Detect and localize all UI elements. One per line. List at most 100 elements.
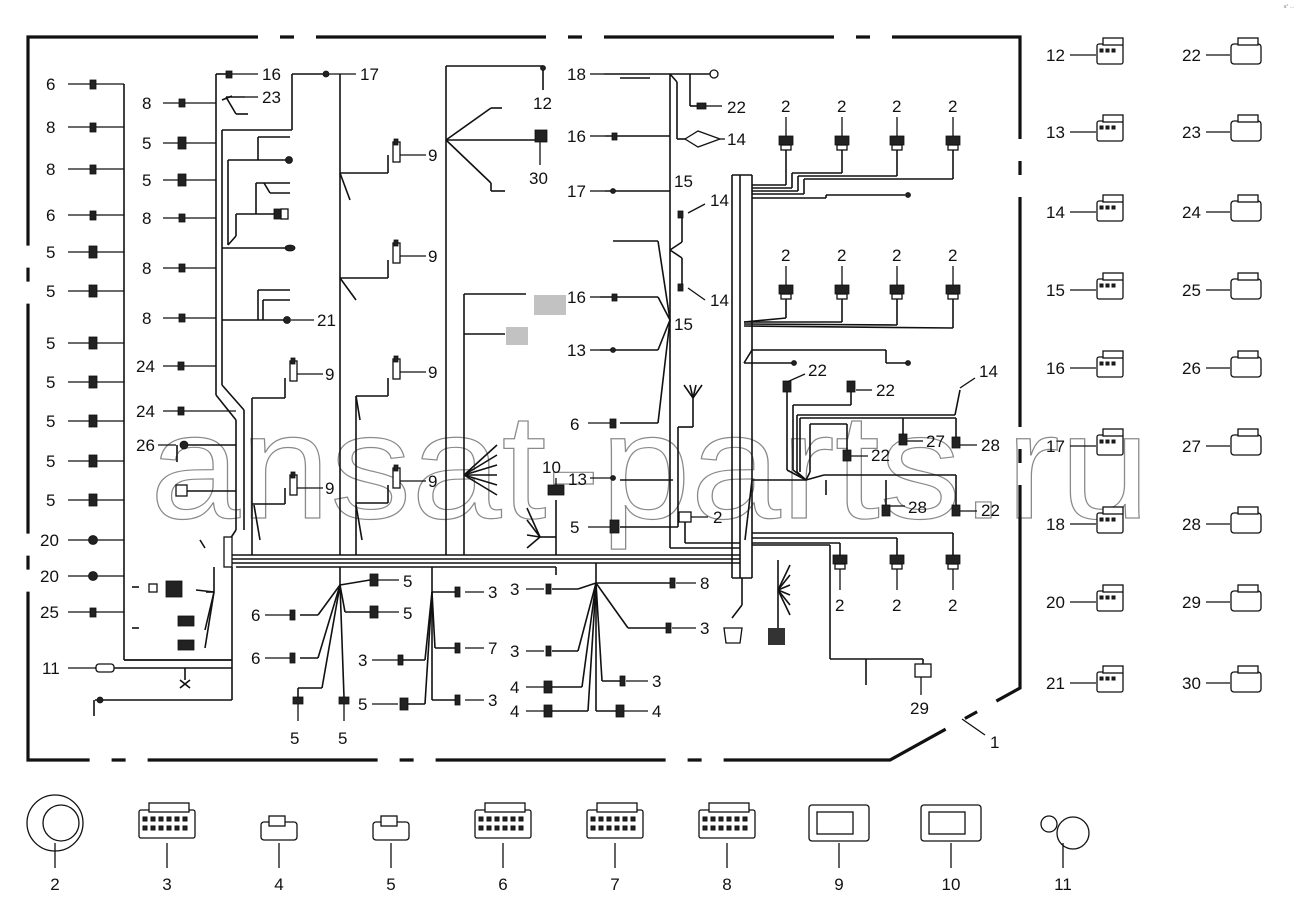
callout-right-5: 22 (842, 446, 890, 465)
callout-number: 14 (1046, 203, 1065, 222)
callout-number: 8 (46, 118, 55, 137)
callout-number: 17 (1046, 437, 1065, 456)
callout-left-3: 6 (46, 206, 124, 225)
callout-number: 22 (871, 446, 890, 465)
callout-second-0: 8 (142, 94, 216, 113)
callout-right-2: 14 (959, 362, 998, 389)
second-trunk (215, 73, 296, 546)
callout-number: 8 (142, 259, 151, 278)
callout-number: 18 (1046, 515, 1065, 534)
callout-center-4: 16 (567, 127, 586, 146)
callout-left-9: 5 (46, 452, 124, 471)
callout-number: 9 (428, 247, 437, 266)
callout-number: 28 (1182, 515, 1201, 534)
callout-2-bottom-1: 2 (889, 554, 905, 615)
callout-number: 17 (567, 182, 586, 201)
callout-bottom-center-1: 8 (669, 574, 709, 593)
legend-part-20: 20 (1046, 584, 1124, 612)
callout-2-top-3: 2 (945, 97, 961, 151)
legend-part-21: 21 (1046, 665, 1124, 693)
legend-part-bottom-4: 4 (260, 815, 298, 894)
callout-number: 3 (488, 583, 497, 602)
callout-2-mid-1: 2 (834, 246, 850, 300)
callout-number: 20 (1046, 593, 1065, 612)
callout-2-top-0: 2 (778, 97, 794, 151)
callout-bottom-left-9: 5 (338, 696, 350, 748)
callout-9-4: 9 (289, 471, 334, 498)
callout-center-2: 18 (567, 65, 586, 84)
callout-bottom-center-3: 3 (510, 642, 552, 661)
callout-12: 12 (533, 94, 552, 113)
callout-bottom-center-5: 4 (510, 702, 553, 721)
callout-bottom-left-10: 3 (454, 691, 497, 710)
callout-bottom-left-4: 3 (454, 583, 497, 602)
callout-number: 5 (338, 729, 347, 748)
callout-left-6: 5 (46, 334, 124, 353)
legend-number: 2 (50, 875, 59, 894)
callout-left-13: 25 (40, 603, 124, 622)
callout-number: 5 (46, 491, 55, 510)
callout-number: 7 (488, 639, 497, 658)
callout-number: 14 (979, 362, 998, 381)
callout-number: 10 (542, 458, 561, 477)
legend-number: 6 (498, 875, 507, 894)
callout-right-4: 28 (951, 436, 1000, 455)
callout-number: 8 (142, 209, 151, 228)
callout-2-mid-0: 2 (778, 246, 794, 300)
callout-second-1: 5 (142, 134, 216, 153)
legend-part-bottom-11: 11 (1040, 815, 1090, 894)
legend-part-16: 16 (1046, 350, 1124, 378)
callout-number: 2 (948, 596, 957, 615)
legend-part-24: 24 (1182, 194, 1262, 222)
callout-number: 9 (428, 363, 437, 382)
svg-text:16: 16 (262, 65, 281, 84)
callout-number: 8 (46, 160, 55, 179)
legend-part-28: 28 (1182, 506, 1262, 534)
callout-number: 30 (1182, 674, 1201, 693)
callout-number: 4 (510, 702, 519, 721)
callout-mid-1: 10 (542, 458, 561, 477)
legend-number: 10 (942, 875, 961, 894)
callout-number: 8 (142, 309, 151, 328)
callout-number: 2 (835, 596, 844, 615)
callout-left-8: 5 (46, 412, 124, 431)
callout-bottom-left-3: 6 (251, 649, 296, 668)
legend-part-bottom-6: 6 (474, 802, 532, 894)
legend-part-bottom-10: 10 (920, 804, 982, 894)
harness-callout: 1 (961, 718, 999, 752)
legend-number: 4 (274, 875, 283, 894)
callout-number: 3 (700, 619, 709, 638)
callout-center-12: 13 (567, 341, 586, 360)
callout-29: 29 (910, 677, 929, 718)
callout-left-7: 5 (46, 373, 124, 392)
legend-part-25: 25 (1182, 272, 1262, 300)
callout-number: 5 (46, 373, 55, 392)
callout-16-top: 16 (225, 65, 281, 84)
legend-number: 9 (834, 875, 843, 894)
callout-number: 14 (710, 291, 729, 310)
legend-number: 3 (162, 875, 171, 894)
callout-number: 20 (40, 567, 59, 586)
callout-number: 5 (46, 412, 55, 431)
svg-text:23: 23 (262, 88, 281, 107)
callout-11: 11 (42, 659, 96, 678)
callout-number: 2 (892, 97, 901, 116)
callout-bottom-left-7: 5 (358, 695, 409, 714)
svg-text:24: 24 (136, 357, 155, 376)
callout-number: 3 (488, 691, 497, 710)
callout-center-3: 22 (727, 98, 746, 117)
callout-number: 5 (142, 134, 151, 153)
legend-number: 11 (1054, 875, 1072, 894)
callout-mid-2: 13 (568, 470, 587, 489)
callout-number: 22 (727, 98, 746, 117)
callout-number: 6 (570, 415, 579, 434)
callout-number: 6 (251, 649, 260, 668)
callout-number: 22 (876, 381, 895, 400)
callout-number: 3 (652, 672, 661, 691)
legend-part-15: 15 (1046, 272, 1124, 300)
callout-right-7: 22 (951, 501, 1000, 520)
